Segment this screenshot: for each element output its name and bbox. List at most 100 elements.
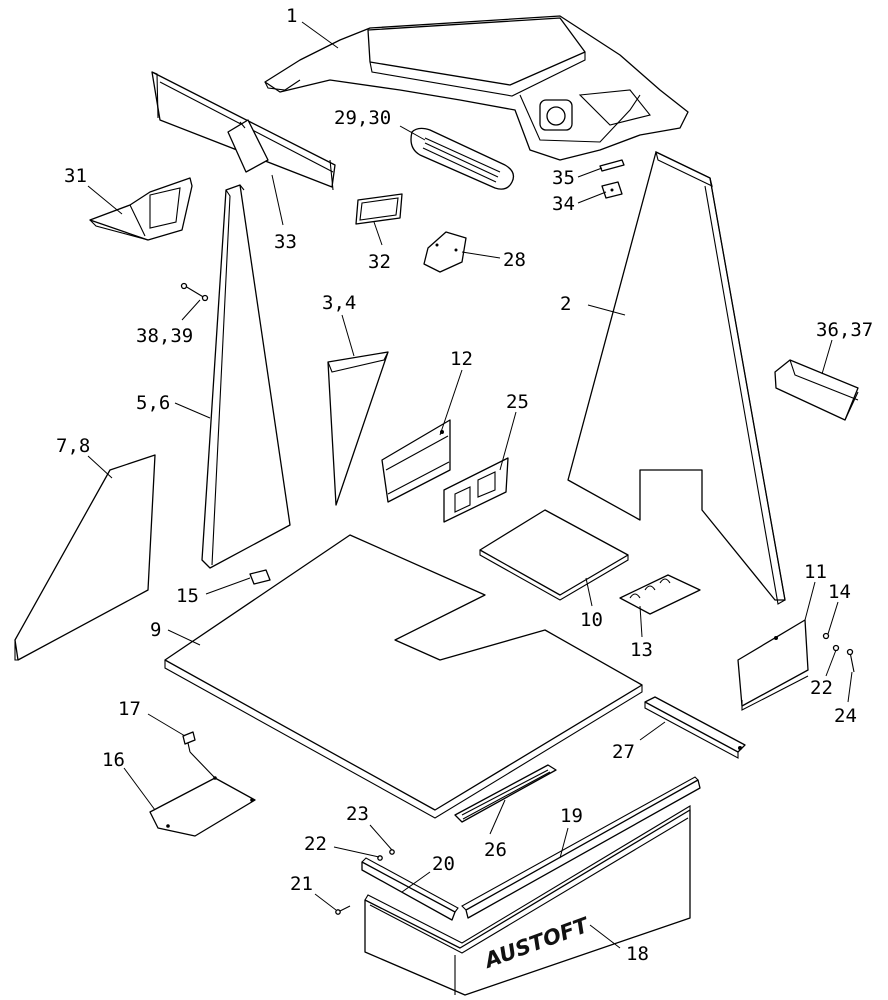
left-tall-panel-part	[201, 184, 291, 569]
vent-grille-part	[410, 127, 515, 190]
fastener-14-part	[822, 632, 830, 640]
screw-21-part	[335, 905, 351, 915]
leader-12	[439, 369, 463, 436]
main-floor-9-part	[164, 534, 643, 819]
rear-header-part	[151, 71, 336, 191]
clip-15-part	[249, 569, 271, 585]
callout-26: 26	[484, 839, 507, 861]
callout-12: 12	[450, 348, 473, 370]
fastener-22-right-part	[832, 644, 840, 652]
leader-18	[589, 924, 621, 949]
leader-13	[639, 605, 643, 638]
callout-27: 27	[612, 741, 635, 763]
callout-22-right: 22	[810, 677, 833, 699]
floor-mat-10-part	[479, 509, 629, 601]
leader-lines	[87, 21, 853, 949]
leader-5-6	[174, 402, 211, 419]
bracket-31-part	[89, 177, 193, 241]
leader-24	[847, 671, 853, 703]
leader-22-left	[333, 846, 380, 858]
bracket-panel-25-part	[443, 457, 509, 523]
leader-22-right	[825, 649, 837, 677]
callout-22-left: 22	[304, 833, 327, 855]
leader-26	[489, 799, 506, 835]
callout-38-39: 38,39	[136, 325, 193, 347]
fastener-23-part	[389, 849, 395, 855]
leader-17	[147, 713, 186, 737]
callout-10: 10	[580, 609, 603, 631]
callout-15: 15	[176, 585, 199, 607]
plate-34-part	[601, 181, 623, 199]
bracket-13-part	[619, 574, 701, 615]
leader-23	[369, 824, 393, 851]
leader-1	[301, 21, 339, 49]
callout-20: 20	[432, 853, 455, 875]
callout-11: 11	[804, 561, 827, 583]
leader-9	[167, 629, 201, 646]
base-enclosure-18-part: AUSTOFT	[364, 805, 691, 996]
callout-17: 17	[118, 698, 141, 720]
leader-34	[577, 191, 607, 204]
leader-25	[499, 411, 517, 471]
leader-19	[559, 827, 569, 859]
callout-16: 16	[102, 749, 125, 771]
leader-29-30	[399, 125, 426, 141]
leader-16	[123, 767, 156, 811]
cab-roof-part	[264, 15, 689, 161]
grille-strip-26-part	[454, 764, 557, 823]
callout-2: 2	[560, 293, 571, 315]
callout-14: 14	[828, 581, 851, 603]
callout-3-4: 3,4	[322, 292, 356, 314]
leader-14	[827, 601, 839, 635]
right-side-panel-part	[567, 150, 786, 605]
cover-plate-28-part	[423, 231, 467, 273]
callout-18: 18	[626, 943, 649, 965]
leader-21	[314, 893, 337, 911]
rail-27-part	[644, 696, 746, 759]
callout-21: 21	[290, 873, 313, 895]
plate-16-part	[149, 751, 256, 837]
callout-5-6: 5,6	[136, 392, 170, 414]
leader-36-37	[821, 339, 833, 375]
leader-27	[639, 721, 666, 741]
leader-32	[373, 221, 383, 246]
callout-13: 13	[630, 639, 653, 661]
leader-15	[205, 577, 251, 595]
leader-33	[271, 174, 284, 226]
triangle-panel-part	[327, 351, 389, 506]
callout-34: 34	[552, 193, 575, 215]
leader-3-4	[341, 314, 355, 357]
callout-32: 32	[368, 251, 391, 273]
screws-38-39-part	[180, 282, 209, 302]
trim-angle-20-part	[361, 857, 459, 921]
callout-33: 33	[274, 231, 297, 253]
callout-31: 31	[64, 165, 87, 187]
leader-10	[585, 577, 593, 607]
leader-7-8	[87, 455, 113, 479]
callout-28: 28	[503, 249, 526, 271]
bolt-17-part	[182, 731, 196, 753]
callout-36-37: 36,37	[816, 319, 873, 341]
bracket-35-part	[599, 159, 625, 172]
leader-20	[401, 871, 431, 893]
leader-38-39	[181, 299, 201, 321]
filter-32-part	[355, 193, 403, 225]
callout-labels: 1 2 3,4 5,6 7,8 9 10 11 12 13 14 15 16 1…	[56, 5, 873, 965]
callout-23: 23	[346, 803, 369, 825]
callout-25: 25	[506, 391, 529, 413]
leader-31	[87, 185, 123, 215]
callout-24: 24	[834, 705, 857, 727]
callout-1: 1	[286, 5, 297, 27]
callout-7-8: 7,8	[56, 435, 90, 457]
leader-28	[461, 251, 501, 259]
panel-12-part	[381, 419, 451, 503]
callout-19: 19	[560, 805, 583, 827]
leader-2	[587, 304, 626, 316]
trim-angle-19-part	[461, 776, 701, 919]
box-36-37-part	[774, 359, 859, 421]
leader-11	[804, 581, 816, 621]
screw-24-part	[846, 648, 855, 673]
side-glass-part	[14, 454, 156, 661]
callout-35: 35	[552, 167, 575, 189]
